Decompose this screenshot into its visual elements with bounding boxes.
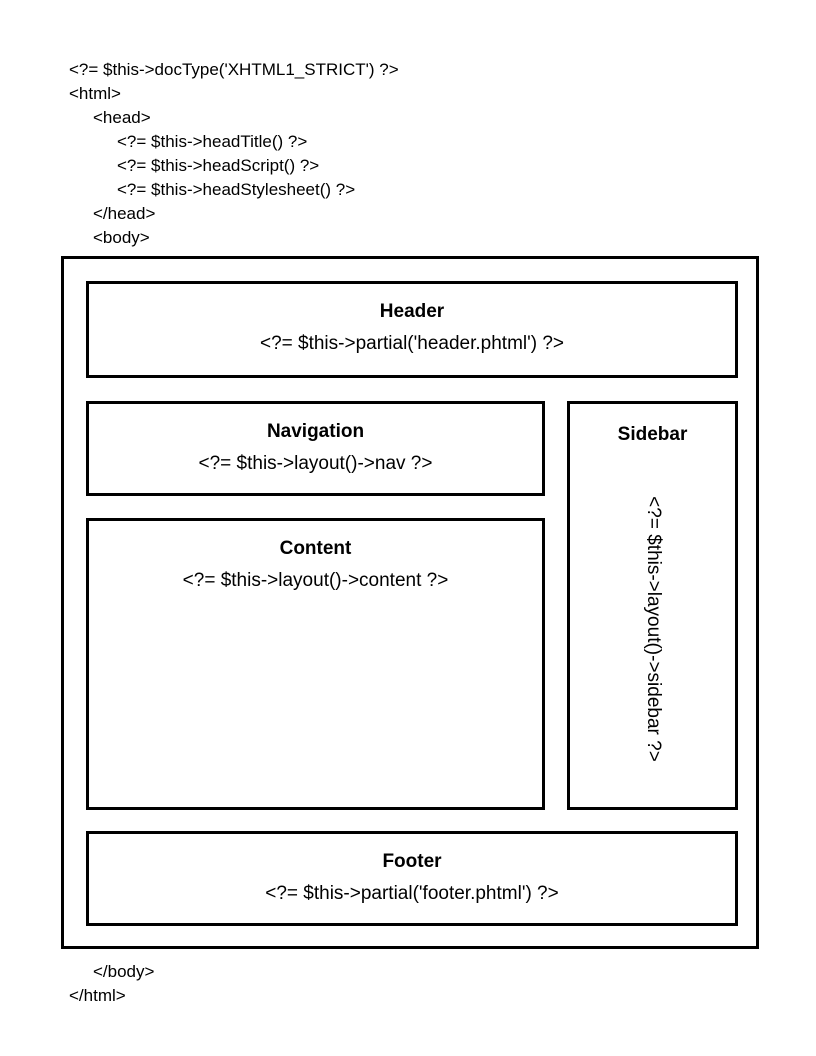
- header-region-box: Header <?= $this->partial('header.phtml'…: [86, 281, 738, 378]
- header-region-title: Header: [379, 301, 445, 322]
- code-line-body-open: <body>: [93, 228, 150, 247]
- content-region-box: Content <?= $this->layout()->content ?>: [86, 518, 545, 810]
- sidebar-region-box: Sidebar <?= $this->layout()->sidebar ?>: [567, 401, 738, 810]
- code-line-html-close: </html>: [69, 986, 126, 1005]
- code-line-html-open: <html>: [69, 84, 121, 103]
- navigation-region-box: Navigation <?= $this->layout()->nav ?>: [86, 401, 545, 496]
- sidebar-region-code: <?= $this->layout()->sidebar ?>: [642, 495, 664, 762]
- header-region-code: <?= $this->partial('header.phtml') ?>: [259, 333, 565, 354]
- code-line-doctype: <?= $this->docType('XHTML1_STRICT') ?>: [69, 60, 399, 79]
- navigation-region-code: <?= $this->layout()->nav ?>: [198, 453, 433, 474]
- code-line-head-open: <head>: [93, 108, 151, 127]
- layout-container: Header <?= $this->partial('header.phtml'…: [61, 256, 759, 949]
- code-line-head-script: <?= $this->headScript() ?>: [117, 156, 320, 175]
- code-line-head-title: <?= $this->headTitle() ?>: [117, 132, 308, 151]
- code-line-head-close: </head>: [93, 204, 156, 223]
- footer-region-box: Footer <?= $this->partial('footer.phtml'…: [86, 831, 738, 926]
- content-region-code: <?= $this->layout()->content ?>: [182, 570, 449, 591]
- content-region-title: Content: [279, 538, 352, 559]
- code-line-body-close: </body>: [93, 962, 155, 981]
- footer-region-title: Footer: [382, 851, 442, 872]
- sidebar-region-title: Sidebar: [617, 424, 688, 445]
- navigation-region-title: Navigation: [266, 421, 365, 442]
- sidebar-region-code-wrapper: <?= $this->layout()->sidebar ?>: [570, 456, 735, 801]
- footer-region-code: <?= $this->partial('footer.phtml') ?>: [265, 883, 559, 904]
- code-line-head-stylesheet: <?= $this->headStylesheet() ?>: [117, 180, 356, 199]
